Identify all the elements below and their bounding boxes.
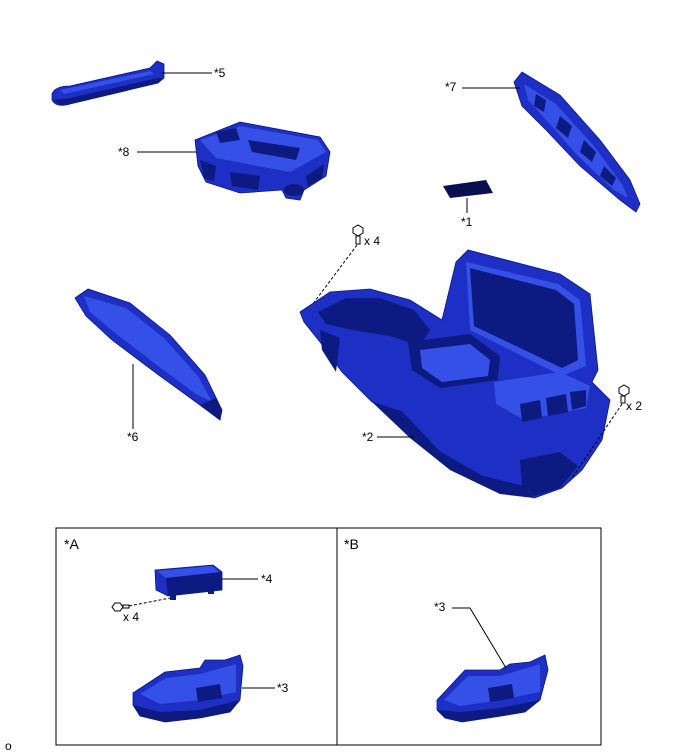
part-7-side-panel	[513, 71, 641, 213]
callout-part-1: *1	[461, 215, 473, 229]
bolt-top-path-line	[305, 244, 358, 314]
callout-detail-a-part-3: *3	[277, 681, 289, 695]
bolt-right-quantity: x 2	[626, 399, 642, 413]
part-1-pad	[443, 180, 493, 198]
leader-detail-b-part-3	[452, 607, 507, 669]
part-6-side-panel	[74, 288, 223, 421]
detail-b-frame	[336, 527, 602, 746]
part-5-trim-strip	[51, 60, 165, 106]
part-8-console-unit	[194, 121, 331, 201]
detail-a-title: *A	[64, 536, 79, 552]
footer-mark: o	[5, 739, 12, 753]
part-2-console-box	[299, 249, 611, 499]
bolt-top-quantity: x 4	[364, 234, 380, 248]
detail-b-part-3-trim	[436, 654, 549, 723]
callout-detail-a-part-4: *4	[261, 572, 273, 586]
detail-a-bolt-icon	[111, 602, 130, 612]
bolt-right-icon	[618, 384, 630, 404]
detail-b-title: *B	[344, 536, 359, 552]
detail-a-part-3-trim	[132, 654, 244, 723]
callout-part-7: *7	[445, 80, 457, 94]
callout-part-5: *5	[214, 66, 226, 80]
detail-a-bolt-quantity: x 4	[123, 610, 139, 624]
bolt-top-icon	[352, 224, 364, 245]
detail-a-part-4-module	[154, 564, 223, 600]
callout-detail-b-part-3: *3	[434, 600, 446, 614]
callout-part-6: *6	[127, 430, 139, 444]
callout-part-2: *2	[362, 430, 374, 444]
callout-part-8: *8	[118, 145, 130, 159]
detail-a-bolt-path-line	[128, 597, 171, 607]
